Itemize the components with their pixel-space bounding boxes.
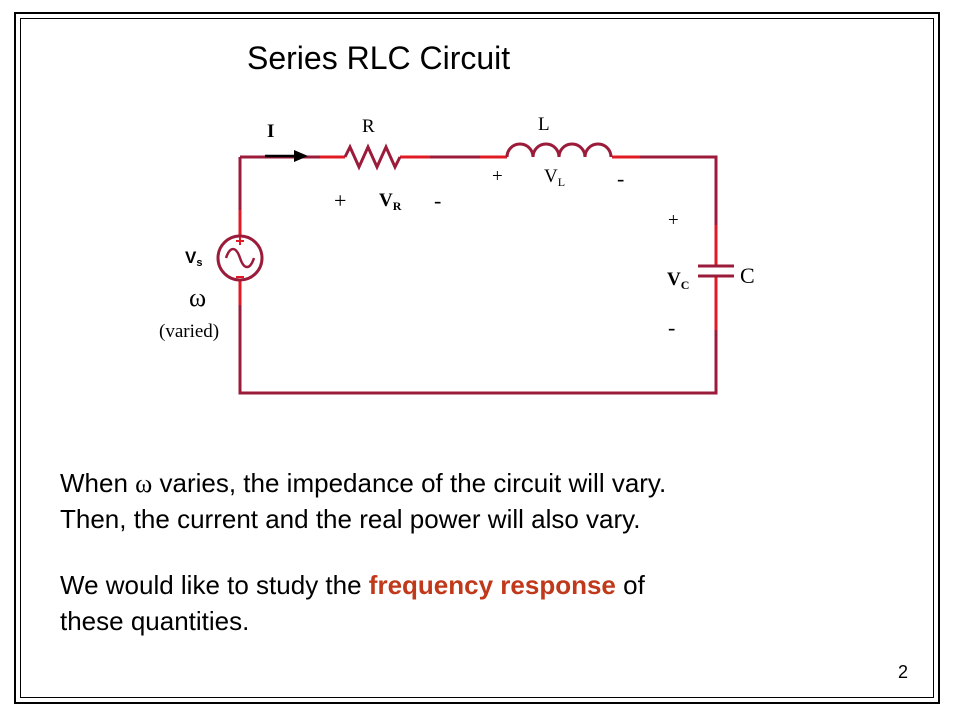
vr-minus: - [434, 188, 442, 213]
inductor-symbol [505, 142, 613, 158]
vl-label: VL [544, 166, 566, 189]
source-polarity-marks [236, 237, 244, 278]
vl-plus: + [492, 166, 503, 187]
slide-title: Series RLC Circuit [247, 40, 511, 76]
vr-plus: + [334, 188, 347, 213]
slide-number: 2 [897, 662, 908, 682]
vc-minus: - [668, 315, 676, 340]
text-line-2: Then, the current and the real power wil… [60, 504, 641, 534]
vr-label: VR [379, 190, 402, 213]
text-line-3: We would like to study the frequency res… [60, 568, 645, 602]
text-line-1-end: varies, the impedance of the circuit wil… [152, 468, 667, 498]
source-label-sub: s [196, 257, 203, 269]
text-line-1-omega: ω [135, 469, 153, 498]
inductor-label: L [538, 114, 550, 135]
resistor-label: R [362, 116, 375, 137]
slide-frame [14, 12, 940, 704]
frequency-response-emphasis: frequency response [368, 570, 616, 600]
wire-bottom-right [238, 305, 718, 395]
sine-wave-icon [224, 247, 256, 269]
component-leads [238, 155, 718, 330]
current-arrow-head-icon [294, 150, 308, 162]
vc-plus: + [668, 210, 679, 231]
vl-minus: - [617, 166, 625, 191]
capacitor-label: C [740, 263, 755, 288]
vl-label-main: V [544, 166, 558, 187]
circuit-wires [238, 155, 718, 395]
text-line-3-end: of [615, 570, 645, 600]
text-line-4: these quantities. [60, 606, 250, 636]
vc-label-sub: C [680, 278, 690, 292]
vc-label: VC [667, 269, 690, 292]
current-label: I [267, 121, 275, 142]
vc-label-main: V [667, 269, 681, 290]
text-line-1-start: When [60, 468, 136, 498]
vr-label-main: V [379, 190, 393, 211]
vl-label-sub: L [557, 175, 566, 189]
wire-right-top [640, 155, 718, 225]
slide-frame-inner [20, 18, 934, 698]
vr-label-sub: R [392, 199, 402, 213]
text-line-3-start: We would like to study the [60, 570, 369, 600]
varied-label: (varied) [159, 321, 220, 342]
text-line-1: When ω varies, the impedance of the circ… [60, 466, 666, 501]
source-label: Vs [185, 248, 203, 269]
omega-symbol: ω [189, 283, 207, 312]
source-label-main: V [185, 248, 197, 267]
resistor-symbol [343, 143, 402, 171]
